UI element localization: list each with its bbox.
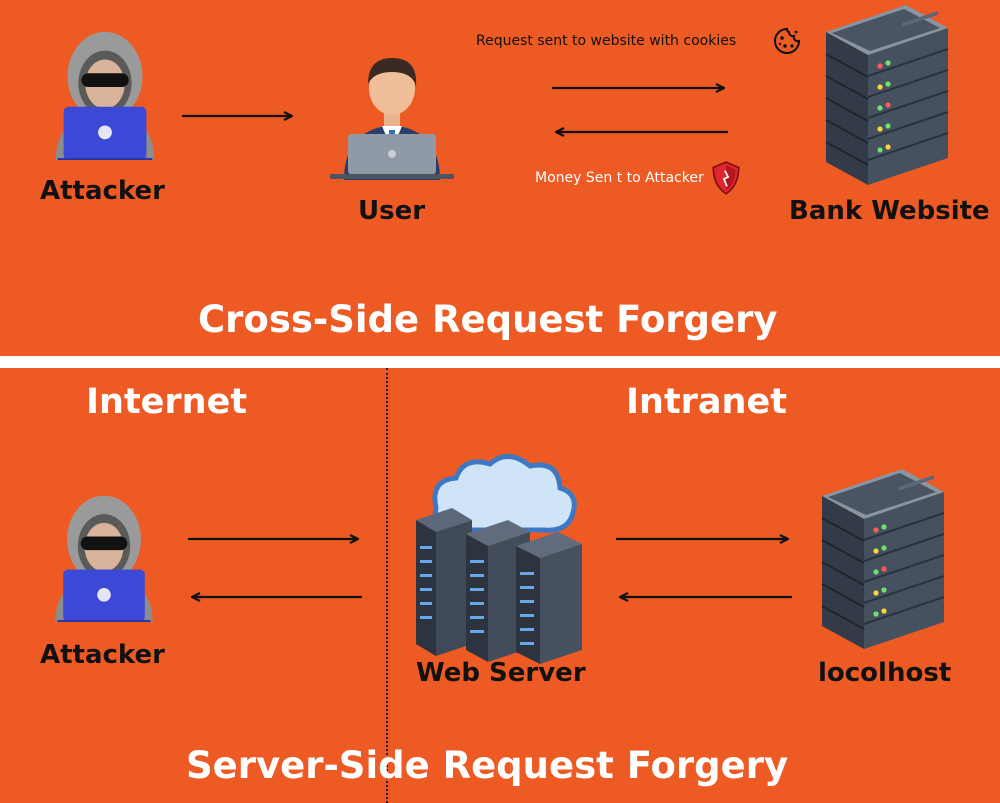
ssrf-arrow-webserver-to-attacker: [184, 585, 362, 609]
web-server-cloud-servers-icon: [412, 450, 592, 665]
shield-icon: [710, 160, 742, 196]
intranet-label: Intranet: [626, 382, 787, 422]
csrf-money-note: Money Sen t to Attacker: [535, 170, 704, 186]
attacker-hacker-icon: [36, 22, 174, 160]
cookie-icon: [772, 26, 802, 56]
internet-intranet-divider: [386, 368, 388, 803]
csrf-panel: Attacker User Request sent to website wi…: [0, 0, 1000, 356]
internet-label: Internet: [86, 382, 248, 422]
csrf-arrow-bank-to-user: [548, 120, 728, 144]
ssrf-title: Server-Side Request Forgery: [186, 744, 789, 787]
ssrf-webserver-label: Web Server: [416, 658, 586, 688]
user-laptop-icon: [322, 30, 462, 180]
csrf-user-label: User: [358, 196, 426, 226]
bank-server-rack-icon: [816, 0, 956, 185]
csrf-bank-label: Bank Website: [789, 196, 990, 226]
csrf-title: Cross-Side Request Forgery: [198, 298, 778, 341]
csrf-attacker-label: Attacker: [40, 176, 165, 206]
ssrf-attacker-label: Attacker: [40, 640, 165, 670]
localhost-server-rack-icon: [812, 464, 952, 649]
ssrf-panel: Internet Intranet Attacker Web Server lo…: [0, 368, 1000, 803]
ssrf-arrow-localhost-to-webserver: [612, 585, 792, 609]
csrf-arrow-attacker-to-user: [182, 104, 300, 128]
ssrf-arrow-attacker-to-webserver: [188, 527, 366, 551]
ssrf-localhost-label: locolhost: [818, 658, 952, 688]
csrf-arrow-user-to-bank: [552, 76, 732, 100]
ssrf-attacker-hacker-icon: [36, 486, 172, 622]
csrf-request-note: Request sent to website with cookies: [476, 33, 737, 49]
ssrf-arrow-webserver-to-localhost: [616, 527, 796, 551]
